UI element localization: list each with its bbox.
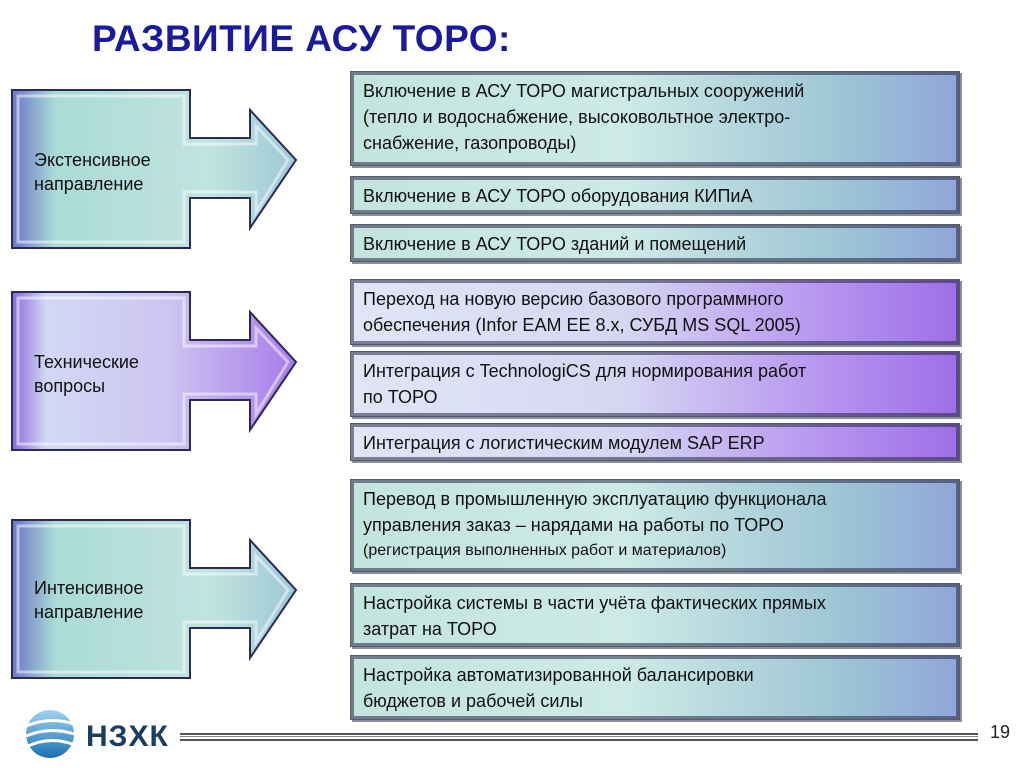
footer-divider: [180, 733, 978, 741]
item-line: Включение в АСУ ТОРО зданий и помещений: [363, 234, 747, 254]
item-line: Переход на новую версию базового програм…: [363, 289, 784, 309]
item-box: Включение в АСУ ТОРО оборудования КИПиА: [350, 176, 960, 214]
item-line: снабжение, газопроводы): [363, 133, 577, 153]
group-label-line: направление: [34, 174, 144, 194]
arrow-shape-icon: [11, 89, 298, 249]
item-line: (регистрация выполненных работ и материа…: [363, 542, 727, 559]
group-label-line: вопросы: [34, 376, 106, 396]
item-line: Включение в АСУ ТОРО магистральных соору…: [363, 81, 805, 101]
arrow-shape-icon: [11, 519, 298, 679]
item-line: Настройка системы в части учёта фактичес…: [363, 593, 826, 613]
item-box: Переход на новую версию базового програм…: [350, 279, 960, 345]
item-line: по ТОРО: [363, 387, 438, 407]
logo-text: НЗХК: [86, 720, 169, 753]
item-line: бюджетов и рабочей силы: [363, 691, 583, 711]
arrow-shape-icon: [11, 291, 298, 451]
arrow-intensive: Интенсивное направление: [10, 518, 300, 680]
item-box: Включение в АСУ ТОРО магистральных соору…: [350, 71, 960, 166]
item-line: Настройка автоматизированной балансировк…: [363, 665, 754, 685]
item-line: Включение в АСУ ТОРО оборудования КИПиА: [363, 186, 753, 206]
group-label-line: направление: [34, 602, 144, 622]
group-label-line: Технические: [34, 352, 139, 372]
item-line: (тепло и водоснабжение, высоковольтное э…: [363, 107, 791, 127]
item-line: Интеграция с логистическим модулем SAP E…: [363, 433, 765, 453]
item-line: обеспечения (Infor EAM EE 8.x, СУБД MS S…: [363, 315, 801, 335]
logo-globe-icon: [25, 710, 75, 758]
arrow-technical: Технические вопросы: [10, 290, 300, 452]
page-title: РАЗВИТИЕ АСУ ТОРО:: [92, 18, 511, 59]
item-line: затрат на ТОРО: [363, 619, 497, 639]
item-line: Перевод в промышленную эксплуатацию функ…: [363, 489, 827, 509]
item-box: Интеграция с логистическим модулем SAP E…: [350, 423, 960, 461]
item-box: Настройка автоматизированной балансировк…: [350, 655, 960, 720]
group-label-line: Экстенсивное: [34, 150, 151, 170]
group-label-line: Интенсивное: [34, 578, 144, 598]
arrow-extensive: Экстенсивное направление: [10, 88, 300, 250]
page-number: 19: [990, 722, 1011, 742]
item-box: Настройка системы в части учёта фактичес…: [350, 583, 960, 647]
item-box: Перевод в промышленную эксплуатацию функ…: [350, 479, 960, 572]
item-box: Включение в АСУ ТОРО зданий и помещений: [350, 224, 960, 262]
item-line: управления заказ – нарядами на работы по…: [363, 515, 784, 535]
item-line: Интеграция с TechnologiCS для нормирован…: [363, 361, 807, 381]
item-box: Интеграция с TechnologiCS для нормирован…: [350, 351, 960, 417]
